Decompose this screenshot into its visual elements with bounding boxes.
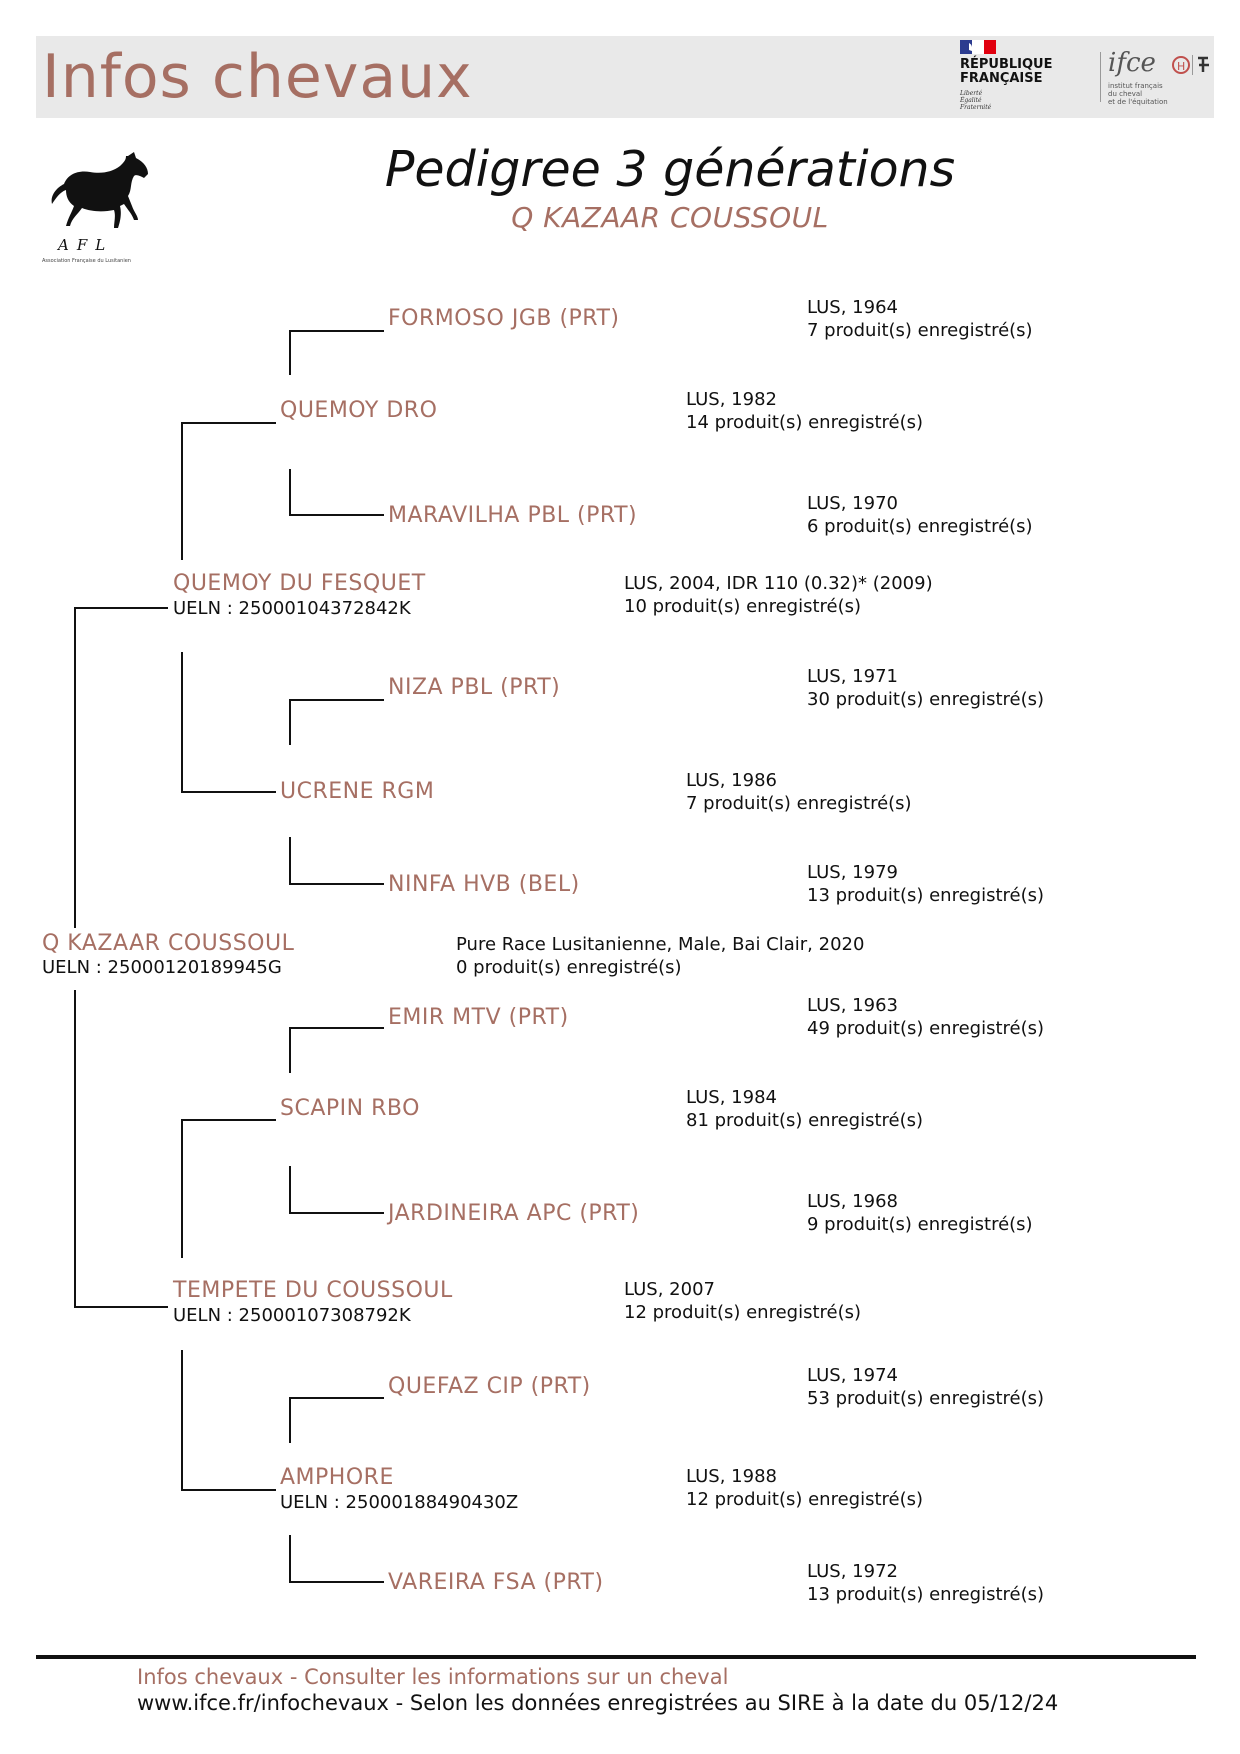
horse-progeny-sss: 7 produit(s) enregistré(s) [807, 320, 1033, 341]
rf-logo-motto: Liberté Égalité Fraternité [960, 90, 992, 111]
horse-progeny-sire: 10 produit(s) enregistré(s) [624, 596, 862, 617]
connector-line [289, 699, 384, 701]
horse-info-sds: LUS, 1971 [807, 666, 898, 687]
horse-info-sdd: LUS, 1979 [807, 862, 898, 883]
afl-logo-caption: Association Française du Lusitanien [42, 258, 131, 264]
connector-line [289, 1212, 384, 1214]
horse-progeny-dam: 12 produit(s) enregistré(s) [624, 1302, 862, 1323]
horse-progeny-ssd: 6 produit(s) enregistré(s) [807, 516, 1033, 537]
horse-progeny-subject: 0 produit(s) enregistré(s) [456, 957, 682, 978]
horse-info-dsd: LUS, 1968 [807, 1191, 898, 1212]
connector-line [289, 330, 291, 375]
horse-silhouette-icon [51, 152, 149, 228]
horse-info-ssd: LUS, 1970 [807, 493, 898, 514]
horse-info-dds: LUS, 1974 [807, 1365, 898, 1386]
connector-line [289, 1166, 291, 1213]
ifce-logo: ifce H institut français du cheval et de… [1100, 46, 1214, 116]
connector-line [181, 1119, 183, 1258]
horse-info-ddd: LUS, 1972 [807, 1561, 898, 1582]
connector-line [289, 1535, 291, 1582]
connector-line [74, 607, 76, 928]
horse-info-sd: LUS, 1986 [686, 770, 777, 791]
connector-line [289, 1027, 384, 1029]
logo-divider [1100, 52, 1101, 102]
horse-progeny-dd: 12 produit(s) enregistré(s) [686, 1489, 924, 1510]
horse-info-ss: LUS, 1982 [686, 389, 777, 410]
ueln-subject: UELN : 25000120189945G [42, 957, 282, 978]
horse-name-dss[interactable]: EMIR MTV (PRT) [388, 1005, 569, 1030]
connector-line [289, 1581, 384, 1583]
horse-progeny-dds: 53 produit(s) enregistré(s) [807, 1388, 1045, 1409]
ifce-logo-wordmark: ifce [1108, 48, 1156, 78]
horse-name-ss[interactable]: QUEMOY DRO [280, 398, 438, 423]
document-title: Pedigree 3 générations [384, 141, 956, 198]
footer-divider [36, 1655, 1196, 1659]
marianne-flag-icon [960, 40, 996, 54]
connector-line [181, 791, 276, 793]
connector-line [181, 1489, 276, 1491]
horse-name-dam[interactable]: TEMPETE DU COUSSOUL [173, 1278, 453, 1303]
connector-line [289, 699, 291, 745]
afl-logo-letters: AFL [58, 236, 114, 254]
ueln-sire: UELN : 25000104372842K [173, 598, 411, 619]
footer-line-2: www.ifce.fr/infochevaux - Selon les donn… [137, 1691, 1059, 1715]
app-title: Infos chevaux [42, 42, 473, 112]
horse-name-dds[interactable]: QUEFAZ CIP (PRT) [388, 1374, 591, 1399]
connector-line [181, 1350, 183, 1490]
svg-text:H: H [1177, 60, 1185, 73]
horse-name-sd[interactable]: UCRENE RGM [280, 779, 435, 804]
connector-line [289, 469, 291, 515]
horse-name-subject[interactable]: Q KAZAAR COUSSOUL [42, 931, 295, 956]
horse-name-ssd[interactable]: MARAVILHA PBL (PRT) [388, 503, 638, 528]
horse-name-sss[interactable]: FORMOSO JGB (PRT) [388, 306, 620, 331]
horse-progeny-ds: 81 produit(s) enregistré(s) [686, 1110, 924, 1131]
horse-progeny-dss: 49 produit(s) enregistré(s) [807, 1018, 1045, 1039]
connector-line [74, 1306, 168, 1308]
rf-logo-line2: FRANÇAISE [960, 71, 1043, 86]
horse-info-ds: LUS, 1984 [686, 1087, 777, 1108]
horse-progeny-ddd: 13 produit(s) enregistré(s) [807, 1584, 1045, 1605]
horse-name-ddd[interactable]: VAREIRA FSA (PRT) [388, 1570, 604, 1595]
connector-line [74, 607, 168, 609]
connector-line [181, 422, 183, 560]
ueln-dd: UELN : 25000188490430Z [280, 1492, 519, 1513]
footer-line-1: Infos chevaux - Consulter les informatio… [137, 1665, 729, 1689]
connector-line [289, 883, 384, 885]
horse-progeny-dsd: 9 produit(s) enregistré(s) [807, 1214, 1033, 1235]
rf-logo-line1: RÉPUBLIQUE [960, 57, 1053, 72]
horse-name-subtitle: Q KAZAAR COUSSOUL [511, 201, 829, 234]
horse-name-sire[interactable]: QUEMOY DU FESQUET [173, 571, 426, 596]
horse-name-ds[interactable]: SCAPIN RBO [280, 1096, 420, 1121]
horse-progeny-sds: 30 produit(s) enregistré(s) [807, 689, 1045, 710]
horse-name-sdd[interactable]: NINFA HVB (BEL) [388, 872, 580, 897]
horse-info-dd: LUS, 1988 [686, 1466, 777, 1487]
connector-line [289, 514, 384, 516]
horse-info-sire: LUS, 2004, IDR 110 (0.32)* (2009) [624, 573, 933, 594]
republique-francaise-logo: RÉPUBLIQUE FRANÇAISE Liberté Égalité Fra… [960, 38, 1070, 114]
horse-progeny-sd: 7 produit(s) enregistré(s) [686, 793, 912, 814]
horse-progeny-sdd: 13 produit(s) enregistré(s) [807, 885, 1045, 906]
connector-line [289, 837, 291, 884]
afl-logo: AFL Association Française du Lusitanien [40, 150, 152, 266]
ifce-logo-icon: H [1172, 55, 1209, 75]
horse-info-sss: LUS, 1964 [807, 297, 898, 318]
connector-line [74, 990, 76, 1307]
ifce-logo-caption: institut français du cheval et de l'équi… [1108, 82, 1168, 106]
connector-line [289, 1397, 384, 1399]
horse-info-dam: LUS, 2007 [624, 1279, 715, 1300]
connector-line [289, 1397, 291, 1443]
ueln-dam: UELN : 25000107308792K [173, 1305, 411, 1326]
header-band: Infos chevaux RÉPUBLIQUE FRANÇAISE Liber… [36, 36, 1214, 118]
connector-line [181, 652, 183, 792]
horse-info-subject: Pure Race Lusitanienne, Male, Bai Clair,… [456, 934, 865, 955]
connector-line [289, 330, 384, 332]
connector-line [289, 1027, 291, 1073]
horse-name-dsd[interactable]: JARDINEIRA APC (PRT) [388, 1201, 640, 1226]
connector-line [181, 422, 276, 424]
horse-progeny-ss: 14 produit(s) enregistré(s) [686, 412, 924, 433]
horse-name-sds[interactable]: NIZA PBL (PRT) [388, 675, 561, 700]
horse-name-dd[interactable]: AMPHORE [280, 1465, 394, 1490]
horse-info-dss: LUS, 1963 [807, 995, 898, 1016]
connector-line [181, 1119, 276, 1121]
